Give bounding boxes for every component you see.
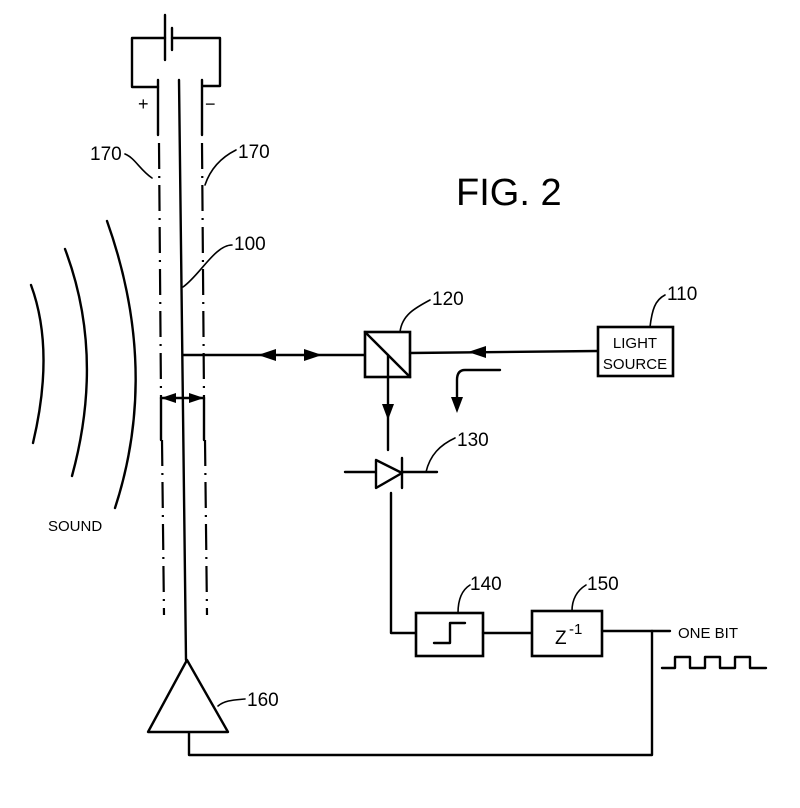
sound-wave-2 [65, 249, 87, 476]
arrow-down-icon [382, 404, 394, 420]
leader-120 [400, 300, 430, 332]
leader-150 [572, 585, 586, 611]
delay-base: Z [555, 628, 567, 649]
label-140: 140 [470, 574, 502, 595]
leader-140 [458, 585, 470, 613]
figure-title: FIG. 2 [456, 172, 562, 214]
plus-sign: + [138, 94, 149, 114]
leader-160 [218, 699, 245, 706]
sound-label: SOUND [48, 518, 102, 535]
amplifier-triangle [148, 660, 228, 732]
label-150: 150 [587, 574, 619, 595]
label-160: 160 [247, 690, 279, 711]
arrow-incoming-icon [468, 346, 486, 358]
light-source-line1: LIGHT [613, 335, 657, 352]
leader-170-left [125, 154, 152, 178]
label-100: 100 [234, 234, 266, 255]
delay-block [532, 611, 602, 656]
leader-170-right [205, 150, 236, 185]
battery-wire-right [172, 38, 220, 86]
label-120: 120 [432, 289, 464, 310]
delay-exponent: -1 [569, 621, 582, 638]
label-170-left: 170 [90, 144, 122, 165]
battery-wire-left [132, 38, 165, 87]
minus-sign: − [205, 94, 216, 114]
battery [132, 15, 220, 87]
light-source-line2: SOURCE [603, 356, 667, 373]
sound-wave-3 [107, 221, 136, 508]
reflection-indicator [457, 370, 500, 400]
leader-100 [183, 245, 232, 287]
arrow-right-icon [304, 349, 322, 361]
arrow-left-icon [258, 349, 276, 361]
membrane-line [179, 80, 186, 660]
photodiode [345, 458, 437, 488]
electrode-right [202, 80, 207, 615]
leader-110 [650, 295, 665, 327]
wire-diode-comparator [391, 493, 416, 633]
optical-path-source [410, 351, 598, 353]
label-110: 110 [667, 284, 697, 305]
label-170-right: 170 [238, 142, 270, 163]
label-130: 130 [457, 430, 489, 451]
pulse-train-icon [662, 657, 766, 668]
sound-wave-1 [31, 285, 44, 443]
leader-130 [426, 438, 455, 472]
output-label: ONE BIT [678, 625, 738, 642]
sound-waves [31, 221, 136, 508]
arrow-down-reflect-icon [451, 397, 463, 413]
beam-splitter [365, 332, 410, 377]
electrode-left [158, 80, 164, 615]
